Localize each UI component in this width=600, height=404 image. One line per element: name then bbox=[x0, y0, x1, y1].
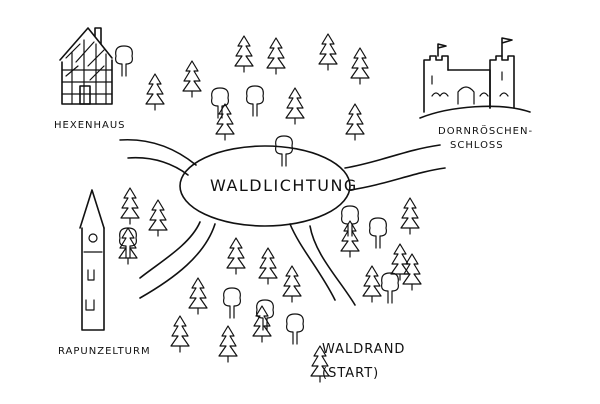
deciduous-tree-icon bbox=[369, 217, 387, 249]
conifer-tree-icon bbox=[170, 315, 190, 353]
deciduous-tree-icon bbox=[275, 135, 293, 167]
conifer-tree-icon bbox=[285, 87, 305, 125]
tower-label: RAPUNZELTURM bbox=[58, 346, 151, 357]
deciduous-tree-icon bbox=[246, 85, 264, 117]
conifer-tree-icon bbox=[148, 199, 168, 237]
conifer-tree-icon bbox=[350, 47, 370, 85]
deciduous-tree-icon bbox=[381, 272, 399, 304]
deciduous-tree-icon bbox=[119, 227, 137, 259]
castle-label-line1: DORNRÖSCHEN- bbox=[438, 126, 534, 137]
conifer-tree-icon bbox=[400, 197, 420, 235]
conifer-tree-icon bbox=[145, 73, 165, 111]
castle-label-line2: SCHLOSS bbox=[450, 140, 504, 151]
half-timbered-house-icon bbox=[59, 27, 113, 105]
conifer-tree-icon bbox=[318, 33, 338, 71]
conifer-tree-icon bbox=[390, 243, 410, 281]
conifer-tree-icon bbox=[282, 265, 302, 303]
conifer-tree-icon bbox=[362, 265, 382, 303]
forest-edge-label-line1: WALDRAND bbox=[322, 342, 406, 357]
conifer-tree-icon bbox=[252, 305, 272, 343]
deciduous-tree-icon bbox=[223, 287, 241, 319]
conifer-tree-icon bbox=[345, 103, 365, 141]
path-east bbox=[344, 144, 446, 191]
conifer-tree-icon bbox=[258, 247, 278, 285]
path-northwest bbox=[119, 138, 197, 176]
conifer-tree-icon bbox=[218, 325, 238, 363]
deciduous-trees bbox=[115, 45, 399, 345]
deciduous-tree-icon bbox=[286, 313, 304, 345]
path-south bbox=[289, 223, 356, 306]
forest-edge-label-line2: (START) bbox=[322, 366, 380, 381]
conifer-tree-icon bbox=[118, 227, 138, 265]
path-southwest bbox=[139, 221, 216, 299]
conifer-tree-icon bbox=[182, 60, 202, 98]
clearing-label: WALDLICHTUNG bbox=[210, 176, 358, 195]
conifer-tree-icon bbox=[266, 37, 286, 75]
tower-icon bbox=[79, 189, 105, 331]
castle-icon bbox=[419, 37, 531, 119]
conifer-tree-icon bbox=[215, 103, 235, 141]
deciduous-tree-icon bbox=[341, 205, 359, 237]
conifer-tree-icon bbox=[120, 187, 140, 225]
conifer-trees bbox=[118, 33, 422, 383]
clearing-ellipse bbox=[179, 145, 351, 227]
conifer-tree-icon bbox=[226, 237, 246, 275]
witch-house-label: HEXENHAUS bbox=[54, 120, 126, 131]
deciduous-tree-icon bbox=[211, 87, 229, 119]
deciduous-tree-icon bbox=[256, 299, 274, 331]
deciduous-tree-icon bbox=[115, 45, 133, 77]
conifer-tree-icon bbox=[188, 277, 208, 315]
conifer-tree-icon bbox=[234, 35, 254, 73]
conifer-tree-icon bbox=[340, 220, 360, 258]
conifer-tree-icon bbox=[402, 253, 422, 291]
conifer-tree-icon bbox=[310, 345, 330, 383]
